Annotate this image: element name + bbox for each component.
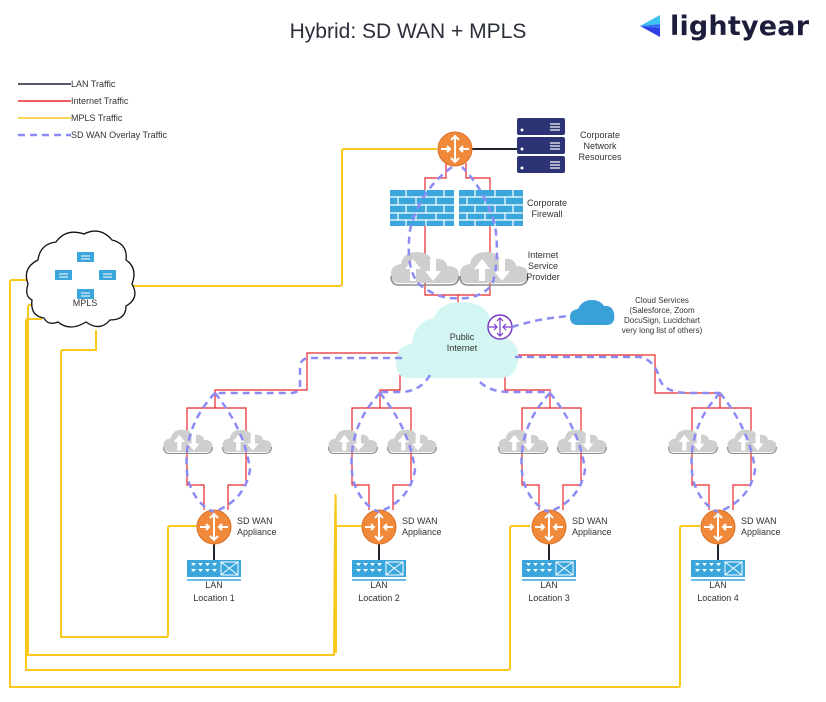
site-3-appliance-line1: SD WAN — [572, 516, 608, 526]
site-2-lan-switch-icon — [351, 559, 407, 581]
site-1-appliance-line2: Appliance — [237, 527, 277, 537]
diagram-title: Hybrid: SD WAN + MPLS — [0, 20, 826, 44]
cloud-services-line2: (Salesforce, Zoom — [629, 306, 695, 315]
legend-label-internet: Internet Traffic — [71, 96, 129, 106]
site-3-location-label: LAN Location 3 — [519, 580, 579, 604]
site-4-appliance-line2: Appliance — [741, 527, 781, 537]
server-stack-icon — [517, 118, 565, 173]
public-internet-line2: Internet — [446, 343, 478, 353]
site-2-lan-text: LAN — [370, 580, 388, 590]
site-4-appliance-label: SD WAN Appliance — [741, 516, 781, 538]
site-4-appliance-line1: SD WAN — [741, 516, 777, 526]
isp-line1: Internet — [527, 250, 559, 260]
site-1-location-label: LAN Location 1 — [184, 580, 244, 604]
overlay-site-4 — [515, 355, 720, 395]
cloud-services-line3: DocuSign, Lucidchart — [623, 316, 701, 325]
public-internet-label: Public Internet — [440, 332, 484, 354]
cloud-services-line4: very long list of others) — [621, 326, 703, 335]
corporate-firewall-line1: Corporate — [526, 198, 568, 208]
site-1-appliance-line1: SD WAN — [237, 516, 273, 526]
mpls-label: MPLS — [72, 298, 98, 308]
firewall-icon-right — [458, 189, 524, 227]
legend-label-overlay: SD WAN Overlay Traffic — [71, 130, 168, 140]
site-3-router-icon — [531, 509, 567, 545]
site-1-name: Location 1 — [193, 593, 235, 603]
site-3-appliance-line2: Appliance — [572, 527, 612, 537]
mpls-link-location-1 — [60, 330, 197, 638]
site-2-appliance-label: SD WAN Appliance — [402, 516, 442, 538]
site-4-lan-text: LAN — [709, 580, 727, 590]
brand-name: lightyear — [670, 10, 810, 42]
isp-line2: Service — [527, 261, 558, 271]
diagram-title-text: Hybrid: SD WAN + MPLS — [289, 20, 527, 43]
site-1-appliance-label: SD WAN Appliance — [237, 516, 277, 538]
mpls-link-location-4 — [9, 279, 700, 688]
overlay-hq-loop — [407, 165, 499, 300]
site-3-appliance-label: SD WAN Appliance — [572, 516, 612, 538]
site-1-lan-text: LAN — [205, 580, 223, 590]
isp-cloud-icon-left — [390, 251, 460, 286]
site-3-lan-text: LAN — [540, 580, 558, 590]
brand-logo: lightyear — [636, 10, 809, 42]
overlay-site-3 — [479, 381, 550, 394]
isp-line3: Provider — [526, 272, 560, 282]
corporate-resources-line1: Corporate — [579, 130, 621, 140]
mpls-link-location-2 — [27, 300, 362, 656]
overlay-site-1 — [215, 356, 402, 395]
legend-label-mpls: MPLS Traffic — [71, 113, 123, 123]
isp-label: Internet Service Provider — [522, 250, 564, 283]
site-1-router-icon — [196, 509, 232, 545]
site-4-location-label: LAN Location 4 — [688, 580, 748, 604]
mpls-link-hq — [133, 148, 437, 287]
legend-swatches — [18, 83, 71, 137]
overlay-site-2 — [380, 374, 432, 394]
public-internet-line1: Public — [449, 332, 475, 342]
internet-links-hq — [424, 163, 491, 305]
site-1-lan-switch-icon — [186, 559, 242, 581]
overlay-cloud-services — [511, 314, 571, 329]
site-2-router-icon — [361, 509, 397, 545]
site-4-router-icon — [700, 509, 736, 545]
legend-label-lan: LAN Traffic — [71, 79, 116, 89]
cloud-services-icon — [570, 300, 615, 325]
cloud-services-line1: Cloud Services — [635, 296, 689, 305]
corporate-firewall-line2: Firewall — [531, 209, 563, 219]
cloud-services-label: Cloud Services (Salesforce, Zoom DocuSig… — [614, 296, 710, 336]
corporate-firewall-label: Corporate Firewall — [522, 198, 572, 220]
site-4-lan-switch-icon — [690, 559, 746, 581]
hq-router-icon — [437, 131, 473, 167]
mpls-links — [9, 148, 700, 688]
site-4-name: Location 4 — [697, 593, 739, 603]
firewall-icon-left — [389, 189, 455, 227]
site-internet-rings — [186, 407, 752, 510]
corporate-resources-line3: Resources — [578, 152, 622, 162]
site-3-lan-switch-icon — [521, 559, 577, 581]
mpls-link-location-3 — [25, 318, 530, 671]
public-internet-cloud-icon — [396, 302, 519, 378]
site-2-appliance-line2: Appliance — [402, 527, 442, 537]
corporate-resources-line2: Network — [583, 141, 617, 151]
site-2-name: Location 2 — [358, 593, 400, 603]
site-2-location-label: LAN Location 2 — [349, 580, 409, 604]
mpls-cloud-icon — [25, 230, 136, 328]
sdwan-overlay-links — [185, 165, 757, 514]
lan-links — [213, 148, 719, 560]
site-3-name: Location 3 — [528, 593, 570, 603]
lightyear-logo-icon — [640, 15, 660, 37]
site-2-appliance-line1: SD WAN — [402, 516, 438, 526]
internet-gateway-icon — [487, 314, 513, 340]
corporate-resources-label: Corporate Network Resources — [572, 130, 628, 163]
